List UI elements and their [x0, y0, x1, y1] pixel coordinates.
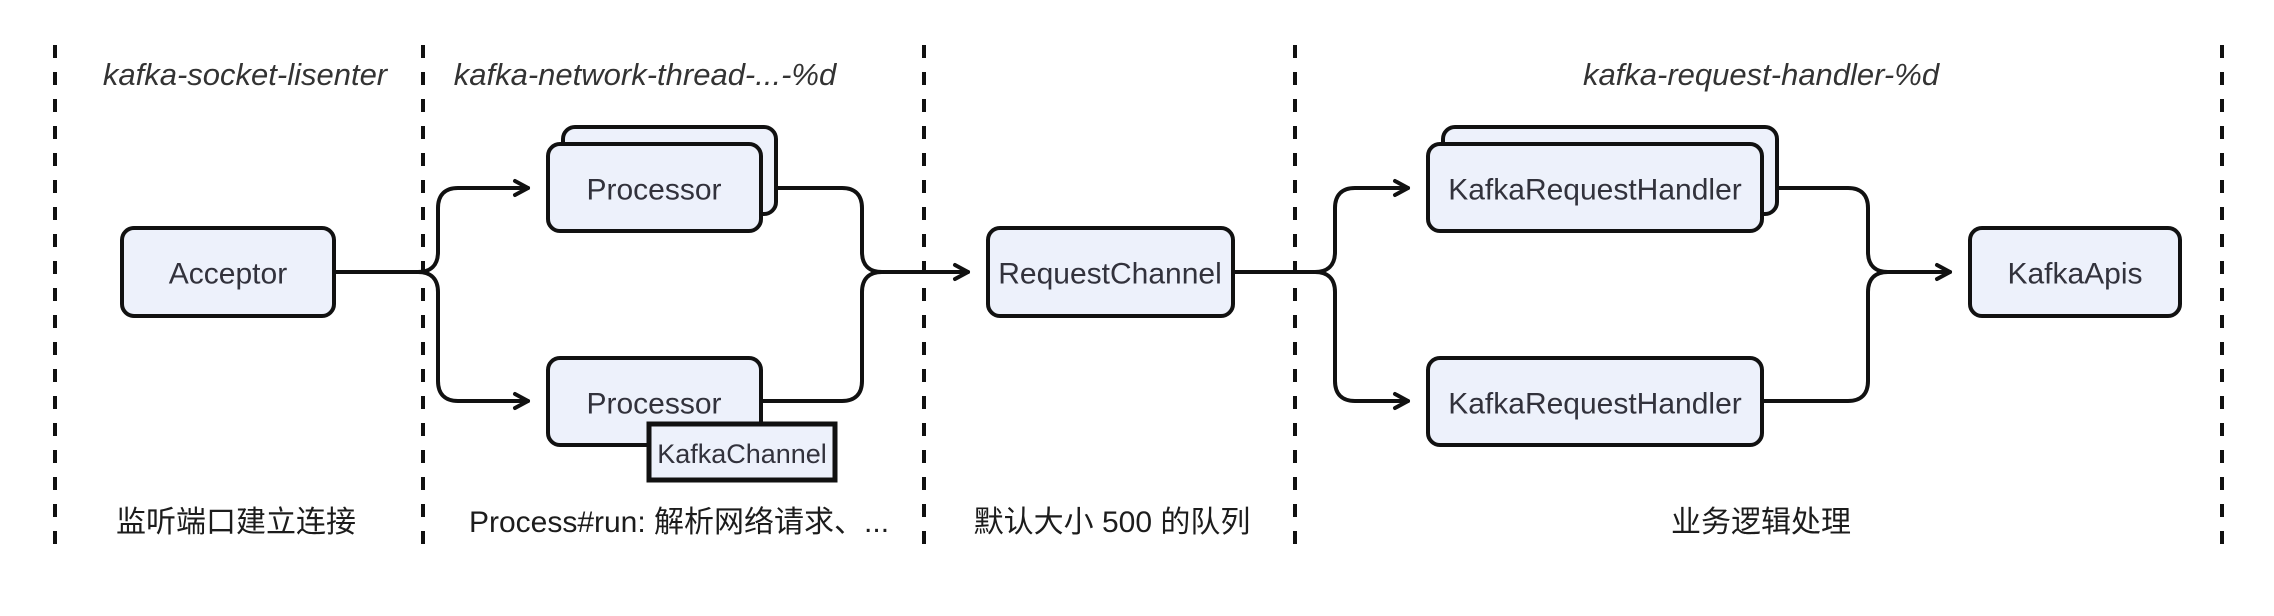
node-acceptor: Acceptor — [120, 226, 336, 318]
processor-top-box — [546, 142, 763, 233]
node-handler-bottom: KafkaRequestHandler — [1426, 356, 1764, 447]
processor-top-label: Processor — [586, 174, 721, 207]
processor-bottom-label: Processor — [586, 388, 721, 421]
edge-acceptor-to-processor-top — [332, 179, 530, 274]
node-processor-top: Processor — [546, 125, 778, 233]
node-kafka-channel: KafkaChannel — [646, 421, 838, 483]
handler-bottom-box — [1426, 356, 1764, 447]
node-handler-top: KafkaRequestHandler — [1426, 125, 1779, 233]
kafka-channel-box — [646, 421, 838, 483]
edge-processor-top-to-request-channel — [759, 186, 970, 281]
kafka-channel-label: KafkaChannel — [657, 439, 827, 469]
edge-acceptor-to-processor-bottom — [416, 270, 530, 410]
caption-request-handler: 业务逻辑处理 — [1671, 506, 1851, 539]
caption-socket-listener: 监听端口建立连接 — [116, 506, 356, 539]
caption-request-channel: 默认大小 500 的队列 — [974, 506, 1251, 539]
acceptor-label: Acceptor — [169, 258, 287, 291]
edges — [332, 179, 1952, 410]
edge-handler-bottom-merge — [1760, 270, 1890, 403]
handler-top-label: KafkaRequestHandler — [1448, 174, 1742, 207]
caption-network-thread: Process#run: 解析网络请求、... — [469, 506, 889, 539]
request-channel-box — [986, 226, 1235, 318]
kafka-apis-label: KafkaApis — [2007, 258, 2142, 291]
section-title-network-thread: kafka-network-thread-...-%d — [454, 57, 838, 92]
edge-request-channel-to-handler-bottom — [1313, 270, 1410, 410]
section-separators — [53, 45, 2224, 545]
node-kafka-apis: KafkaApis — [1968, 226, 2182, 318]
section-title-socket-listener: kafka-socket-lisenter — [103, 57, 389, 92]
request-channel-label: RequestChannel — [998, 258, 1222, 291]
handler-bottom-label: KafkaRequestHandler — [1448, 388, 1742, 421]
acceptor-box — [120, 226, 336, 318]
kafka-apis-box — [1968, 226, 2182, 318]
edge-handler-top-to-kafka-apis — [1760, 186, 1952, 281]
section-title-request-handler: kafka-request-handler-%d — [1583, 57, 1941, 92]
handler-top-box — [1426, 142, 1764, 233]
edge-request-channel-to-handler-top — [1231, 179, 1410, 274]
node-request-channel: RequestChannel — [986, 226, 1235, 318]
edge-processor-bottom-merge — [759, 270, 884, 403]
